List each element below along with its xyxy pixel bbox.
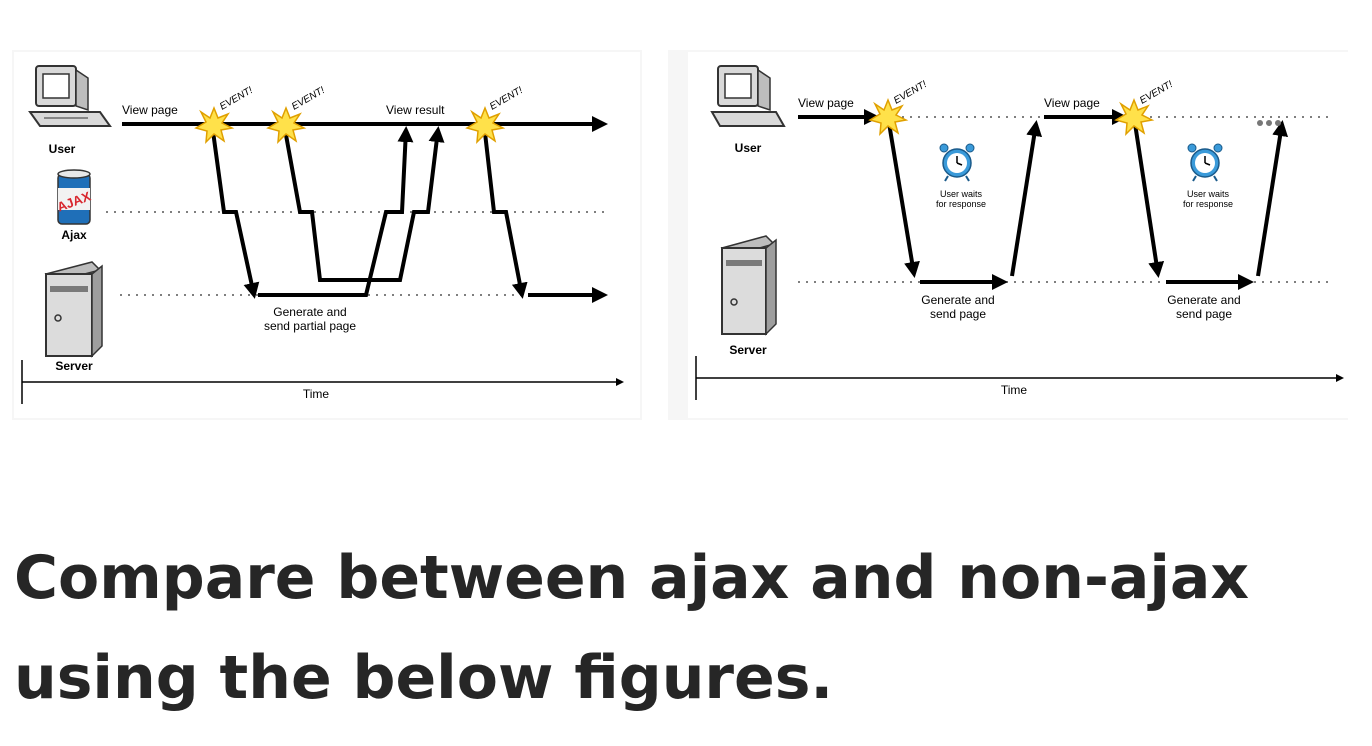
event-label: EVENT! bbox=[892, 79, 929, 107]
event-label: EVENT! bbox=[488, 85, 525, 113]
server-label: Server bbox=[55, 359, 93, 373]
server-label: Server bbox=[729, 343, 767, 357]
ajax-model-diagram: User AJAX Ajax Server bbox=[21, 65, 624, 404]
time-label: Time bbox=[1001, 383, 1028, 397]
wait-label-line2: for response bbox=[1183, 199, 1233, 209]
computer-icon bbox=[710, 65, 786, 127]
request-1-arrow bbox=[886, 116, 920, 278]
question-line-2: using the below figures. bbox=[14, 643, 834, 713]
user-label: User bbox=[735, 141, 762, 155]
view-page-label: View page bbox=[798, 96, 854, 110]
view-page-label: View page bbox=[1044, 96, 1100, 110]
event-label: EVENT! bbox=[290, 85, 327, 113]
classic-model-figure: User Server bbox=[668, 50, 1348, 420]
server-icon bbox=[720, 235, 777, 336]
ajax-model-figure: User AJAX Ajax Server bbox=[12, 50, 642, 420]
time-label: Time bbox=[303, 387, 330, 401]
event-star-icon bbox=[465, 105, 506, 144]
event-star-icon bbox=[1114, 97, 1155, 136]
request-1-path bbox=[210, 123, 260, 299]
generate-label-line1: Generate and bbox=[273, 305, 346, 319]
user-label: User bbox=[49, 142, 76, 156]
wait-label-line2: for response bbox=[936, 199, 986, 209]
computer-icon bbox=[28, 65, 112, 127]
generate-label-line1: Generate and bbox=[921, 293, 994, 307]
wait-label-line1: User waits bbox=[940, 189, 983, 199]
classic-model-canvas: User Server bbox=[688, 52, 1348, 418]
response-1-path bbox=[258, 126, 414, 297]
response-2-arrow bbox=[1256, 120, 1289, 277]
alarm-clock-icon bbox=[939, 143, 975, 182]
response-1-arrow bbox=[1010, 120, 1043, 277]
ajax-can-icon: AJAX bbox=[55, 169, 93, 225]
wait-label-line1: User waits bbox=[1187, 189, 1230, 199]
question-heading: Compare between ajax and non-ajax using … bbox=[14, 528, 1354, 728]
event-star-icon bbox=[868, 97, 909, 136]
event-label: EVENT! bbox=[1138, 79, 1175, 107]
ajax-model-canvas: User AJAX Ajax Server bbox=[14, 52, 640, 418]
view-result-label: View result bbox=[386, 103, 445, 117]
event-star-icon bbox=[194, 105, 235, 144]
generate-label-line2: send page bbox=[1176, 307, 1232, 321]
classic-model-diagram: User Server bbox=[695, 65, 1344, 400]
generate-label-line2: send page bbox=[930, 307, 986, 321]
ajax-label: Ajax bbox=[61, 228, 87, 242]
request-2-path bbox=[282, 123, 445, 282]
event-star-icon bbox=[266, 105, 307, 144]
question-line-1: Compare between ajax and non-ajax bbox=[14, 543, 1250, 613]
request-3-path bbox=[482, 123, 528, 299]
continuation-dots bbox=[1257, 120, 1281, 126]
request-2-arrow bbox=[1132, 116, 1165, 278]
generate-label-line1: Generate and bbox=[1167, 293, 1240, 307]
view-page-label: View page bbox=[122, 103, 178, 117]
generate-label-line2: send partial page bbox=[264, 319, 356, 333]
server-icon bbox=[44, 261, 103, 358]
alarm-clock-icon bbox=[1187, 143, 1223, 182]
event-label: EVENT! bbox=[218, 85, 255, 113]
